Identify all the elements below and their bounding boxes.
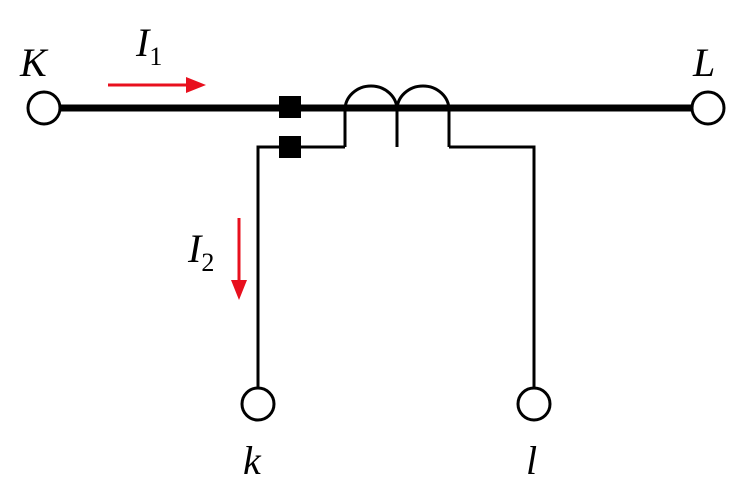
secondary-polarity-mark	[279, 136, 301, 158]
coil-icon	[343, 84, 451, 147]
secondary-current-arrow-icon	[231, 218, 247, 300]
terminal-label-l: l	[526, 438, 537, 483]
terminal-K-icon	[26, 90, 62, 126]
secondary-winding	[256, 84, 536, 387]
primary-current-subscript: 1	[149, 42, 162, 71]
terminal-L-icon	[690, 90, 726, 126]
terminal-label-K: K	[19, 40, 49, 85]
terminal-l-icon	[516, 386, 552, 422]
secondary-current-subscript: 2	[201, 248, 214, 277]
secondary-right-lead	[449, 145, 536, 387]
secondary-left-lead	[256, 145, 290, 387]
terminal-label-L: L	[692, 40, 715, 85]
secondary-current-symbol: I	[187, 226, 203, 271]
primary-current-symbol: I	[135, 20, 151, 65]
primary-current-arrow-icon	[108, 77, 206, 93]
primary-polarity-mark	[279, 96, 301, 118]
secondary-current-label: I2	[187, 226, 214, 277]
terminal-k-icon	[240, 386, 276, 422]
primary-current-label: I1	[135, 20, 162, 71]
terminal-label-k: k	[243, 438, 262, 483]
